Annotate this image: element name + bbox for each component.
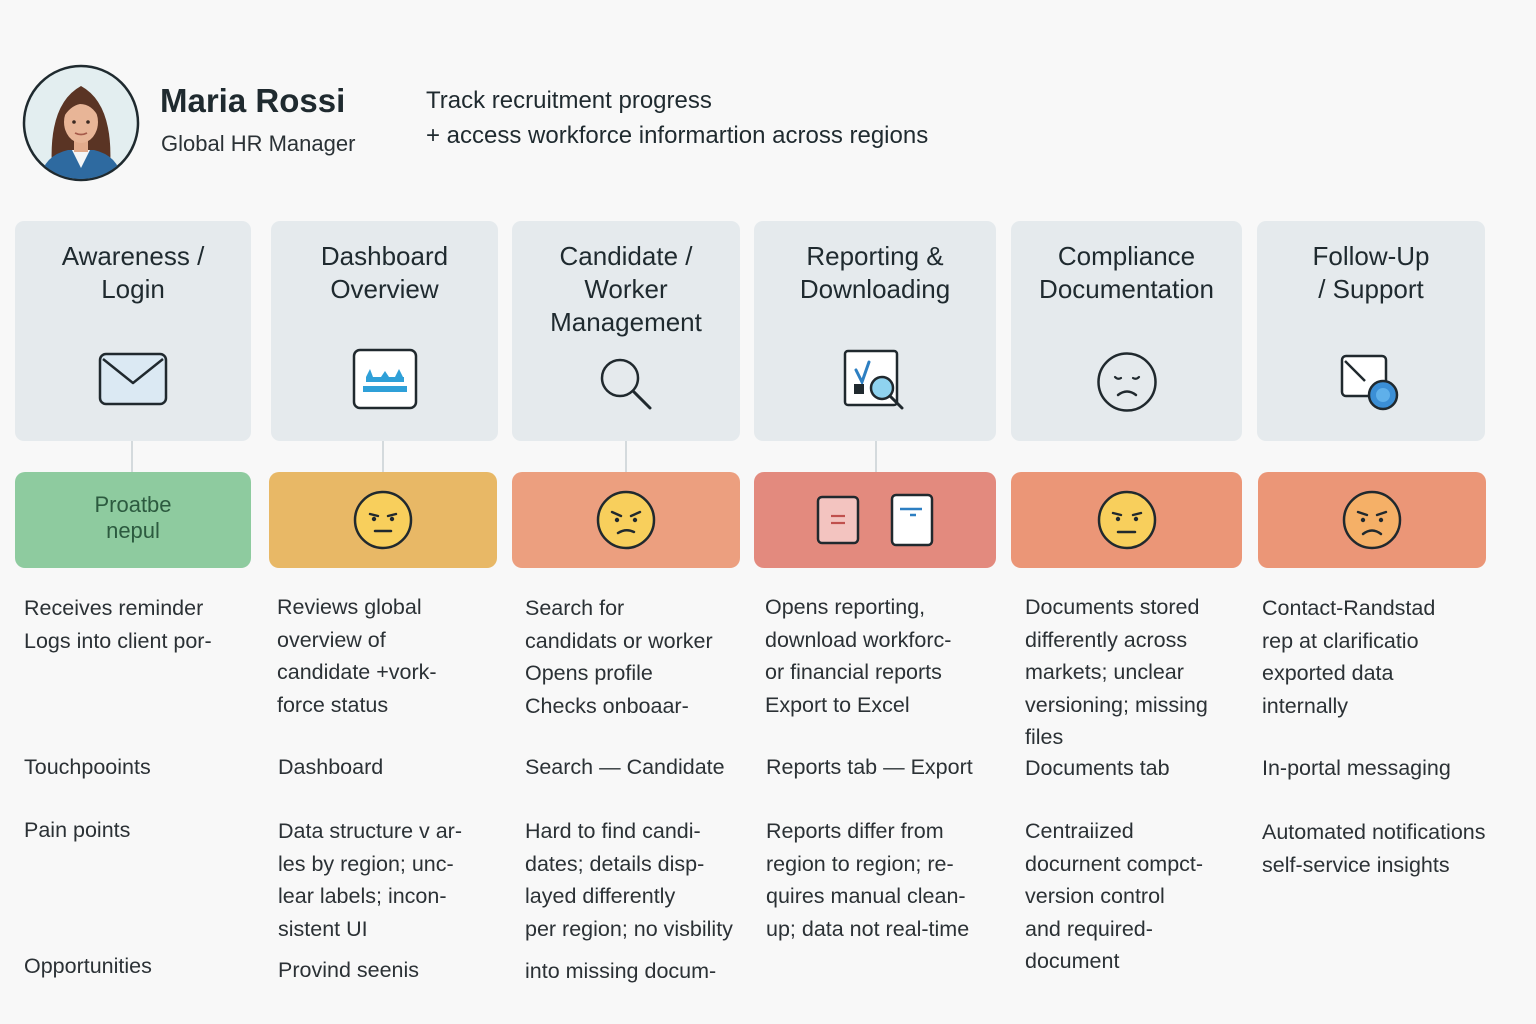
row-label-touchpoints: Touchpooints — [24, 755, 151, 779]
emotion-card-candidate-worker-management — [512, 472, 740, 568]
persona-goal-line-1: Track recruitment progress — [426, 87, 712, 114]
stage-actions: Opens reporting, download workforc- or f… — [765, 595, 952, 717]
stage-title: Compliance Documentation — [1039, 241, 1214, 304]
stage-title: Follow-Up / Support — [1312, 241, 1430, 304]
stage-title: Candidate / Worker Management — [550, 241, 702, 337]
stage-pain-points: Data structure v ar- les by region; unc-… — [278, 819, 462, 941]
stage-title: Dashboard Overview — [320, 241, 449, 304]
neutral-face-icon — [353, 490, 413, 550]
envelope-icon — [98, 352, 168, 406]
stage-card-compliance-documentation: Compliance Documentation — [1011, 221, 1242, 441]
stage-connector — [875, 441, 877, 473]
annoyed-face-icon — [596, 490, 656, 550]
emotion-card-compliance-documentation — [1011, 472, 1242, 568]
emotion-card-dashboard-overview — [269, 472, 497, 568]
stage-opportunities: Provind seenis — [278, 958, 420, 982]
stage-touchpoint: Search — Candidate — [525, 755, 725, 779]
persona-avatar — [22, 64, 140, 182]
frowning-face-icon — [1342, 490, 1402, 550]
stage-touchpoint: Documents tab — [1025, 756, 1170, 780]
stage-touchpoint: Reports tab — Export — [766, 755, 973, 779]
stage-touchpoint: In-portal messaging — [1262, 756, 1451, 780]
emotion-card-reporting-downloading — [754, 472, 996, 568]
stage-actions: Reviews global overview of candidate +vo… — [277, 595, 437, 717]
report-search-icon — [843, 349, 904, 410]
stage-actions: Receives reminder Logs into client por- — [24, 596, 212, 653]
stage-connector — [131, 441, 133, 473]
stage-connector — [382, 441, 384, 473]
stage-card-reporting-downloading: Reporting & Downloading — [754, 221, 996, 441]
stage-touchpoint: Dashboard — [278, 755, 384, 779]
stage-card-follow-up-support: Follow-Up / Support — [1257, 221, 1485, 441]
neutral-face-icon — [1097, 490, 1156, 550]
stage-card-awareness-login: Awareness / Login — [15, 221, 251, 441]
dashboard-icon — [352, 348, 417, 410]
search-icon — [600, 358, 652, 410]
emotion-card-awareness-login: Proatbe nepul — [15, 472, 251, 568]
stage-actions: Contact-Randstad rep at clarificatio exp… — [1262, 596, 1436, 718]
stage-opportunities: into missing docum- — [525, 959, 717, 983]
stage-title: Reporting & Downloading — [799, 241, 951, 304]
persona-goal-line-2: + access workforce informartion across r… — [426, 122, 929, 149]
emotion-label: Proatbe nepul — [94, 492, 172, 543]
stage-actions: Documents stored differently across mark… — [1025, 595, 1208, 749]
spreadsheet-icon — [816, 495, 860, 545]
stage-card-dashboard-overview: Dashboard Overview — [271, 221, 498, 441]
row-label-opportunities: Opportunities — [24, 954, 152, 978]
stage-title: Awareness / Login — [61, 241, 205, 304]
stage-pain-points: Hard to find candi- dates; details disp-… — [525, 819, 733, 941]
message-support-icon — [1340, 354, 1399, 411]
persona-name: Maria Rossi — [160, 82, 346, 119]
stage-card-candidate-worker-management: Candidate / Worker Management — [512, 221, 740, 441]
stage-pain-points: Centraiized docurnent compct- version co… — [1025, 819, 1204, 973]
stage-actions: Search for candidats or worker Opens pro… — [525, 596, 713, 718]
row-label-pain-points: Pain points — [24, 818, 131, 842]
stage-connector — [625, 441, 627, 473]
stage-pain-points: Automated notifications self-service ins… — [1262, 820, 1486, 877]
stage-pain-points: Reports differ from region to region; re… — [766, 819, 970, 941]
sad-face-icon — [1096, 352, 1157, 412]
persona-role: Global HR Manager — [161, 131, 356, 156]
emotion-card-follow-up-support — [1258, 472, 1486, 568]
document-icon — [890, 493, 934, 547]
